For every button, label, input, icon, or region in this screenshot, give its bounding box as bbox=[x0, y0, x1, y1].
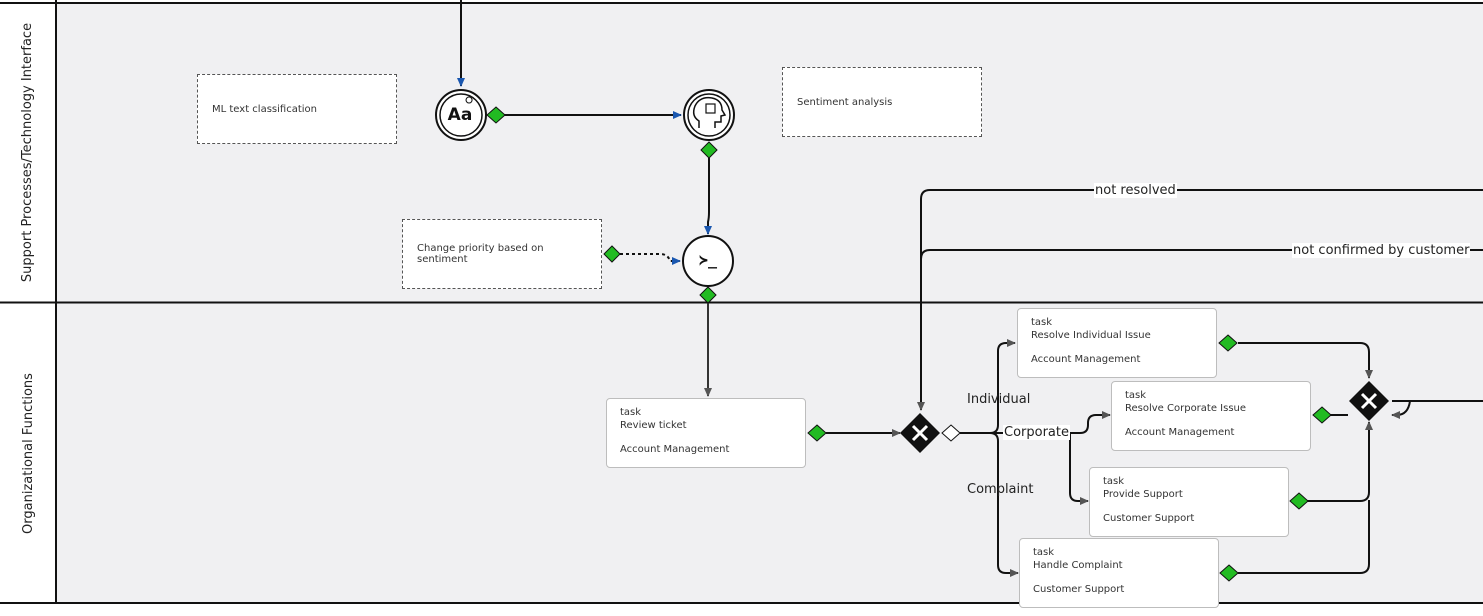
flow-support[interactable] bbox=[1069, 433, 1089, 505]
task-review-ticket[interactable]: task Review ticket Account Management bbox=[606, 398, 806, 468]
edge-label-complaint: Complaint bbox=[967, 482, 1034, 497]
annotation-ml-classification[interactable]: ML text classification bbox=[197, 74, 397, 144]
exclusive-merge-gateway[interactable] bbox=[1349, 381, 1389, 421]
exclusive-split-gateway[interactable] bbox=[900, 413, 940, 453]
flow-individual-to-merge[interactable] bbox=[1238, 342, 1373, 379]
task-role: Customer Support bbox=[1103, 513, 1195, 524]
edge-label-not-confirmed: not confirmed by customer bbox=[1292, 243, 1471, 258]
task-name: Review ticket bbox=[620, 420, 687, 431]
task-name: Provide Support bbox=[1103, 489, 1183, 500]
lane-support: Support Processes/Technology Interface bbox=[0, 3, 56, 302]
task-kind: task bbox=[1103, 476, 1125, 487]
task-resolve-corporate[interactable]: task Resolve Corporate Issue Account Man… bbox=[1111, 381, 1311, 451]
task-role: Account Management bbox=[620, 444, 730, 455]
gateway-default-handle[interactable] bbox=[941, 424, 961, 442]
lane-org: Organizational Functions bbox=[0, 303, 56, 603]
script-prompt-icon: ≻_ bbox=[698, 251, 718, 269]
lane-org-label: Organizational Functions bbox=[20, 372, 36, 534]
flow-not-confirmed[interactable] bbox=[917, 249, 1483, 411]
annotation-sentiment-analysis[interactable]: Sentiment analysis bbox=[782, 67, 982, 137]
annotation-priority-text: Change priority based on sentiment bbox=[417, 243, 544, 265]
text-classification-icon: Aa bbox=[447, 105, 473, 125]
edge-label-not-resolved: not resolved bbox=[1094, 183, 1177, 198]
flow-not-resolved[interactable] bbox=[920, 189, 1483, 410]
script-node[interactable] bbox=[682, 235, 734, 287]
connector-handles[interactable] bbox=[486, 106, 1332, 582]
sentiment-ai-node[interactable] bbox=[683, 89, 735, 141]
task-provide-support[interactable]: task Provide Support Customer Support bbox=[1089, 467, 1289, 537]
chip-icon bbox=[705, 103, 716, 114]
lane-support-label: Support Processes/Technology Interface bbox=[20, 22, 36, 283]
flow-complaint[interactable] bbox=[989, 432, 1019, 577]
task-name: Handle Complaint bbox=[1033, 560, 1123, 571]
annotation-ml-text: ML text classification bbox=[212, 103, 317, 115]
task-name: Resolve Corporate Issue bbox=[1125, 403, 1247, 414]
task-kind: task bbox=[1031, 317, 1053, 328]
task-role: Account Management bbox=[1031, 354, 1141, 365]
support-lane-bg bbox=[56, 3, 1483, 302]
task-role: Account Management bbox=[1125, 427, 1235, 438]
task-kind: task bbox=[1033, 547, 1055, 558]
task-kind: task bbox=[620, 407, 642, 418]
flow-sentiment-to-script[interactable] bbox=[704, 211, 712, 235]
annotation-change-priority[interactable]: Change priority based on sentiment bbox=[402, 219, 602, 289]
task-role: Customer Support bbox=[1033, 584, 1125, 595]
edge-label-corporate: Corporate bbox=[1003, 425, 1070, 440]
annotation-sentiment-text: Sentiment analysis bbox=[797, 96, 893, 108]
task-handle-complaint[interactable]: task Handle Complaint Customer Support bbox=[1019, 538, 1219, 608]
task-resolve-individual[interactable]: task Resolve Individual Issue Account Ma… bbox=[1017, 308, 1217, 378]
task-name: Resolve Individual Issue bbox=[1031, 330, 1151, 341]
flow-corporate[interactable] bbox=[960, 411, 1111, 434]
text-classification-node[interactable] bbox=[435, 89, 487, 141]
ai-head-icon bbox=[692, 96, 727, 128]
edge-label-individual: Individual bbox=[967, 392, 1031, 407]
task-kind: task bbox=[1125, 390, 1147, 401]
flow-support-to-merge[interactable] bbox=[1307, 421, 1373, 502]
